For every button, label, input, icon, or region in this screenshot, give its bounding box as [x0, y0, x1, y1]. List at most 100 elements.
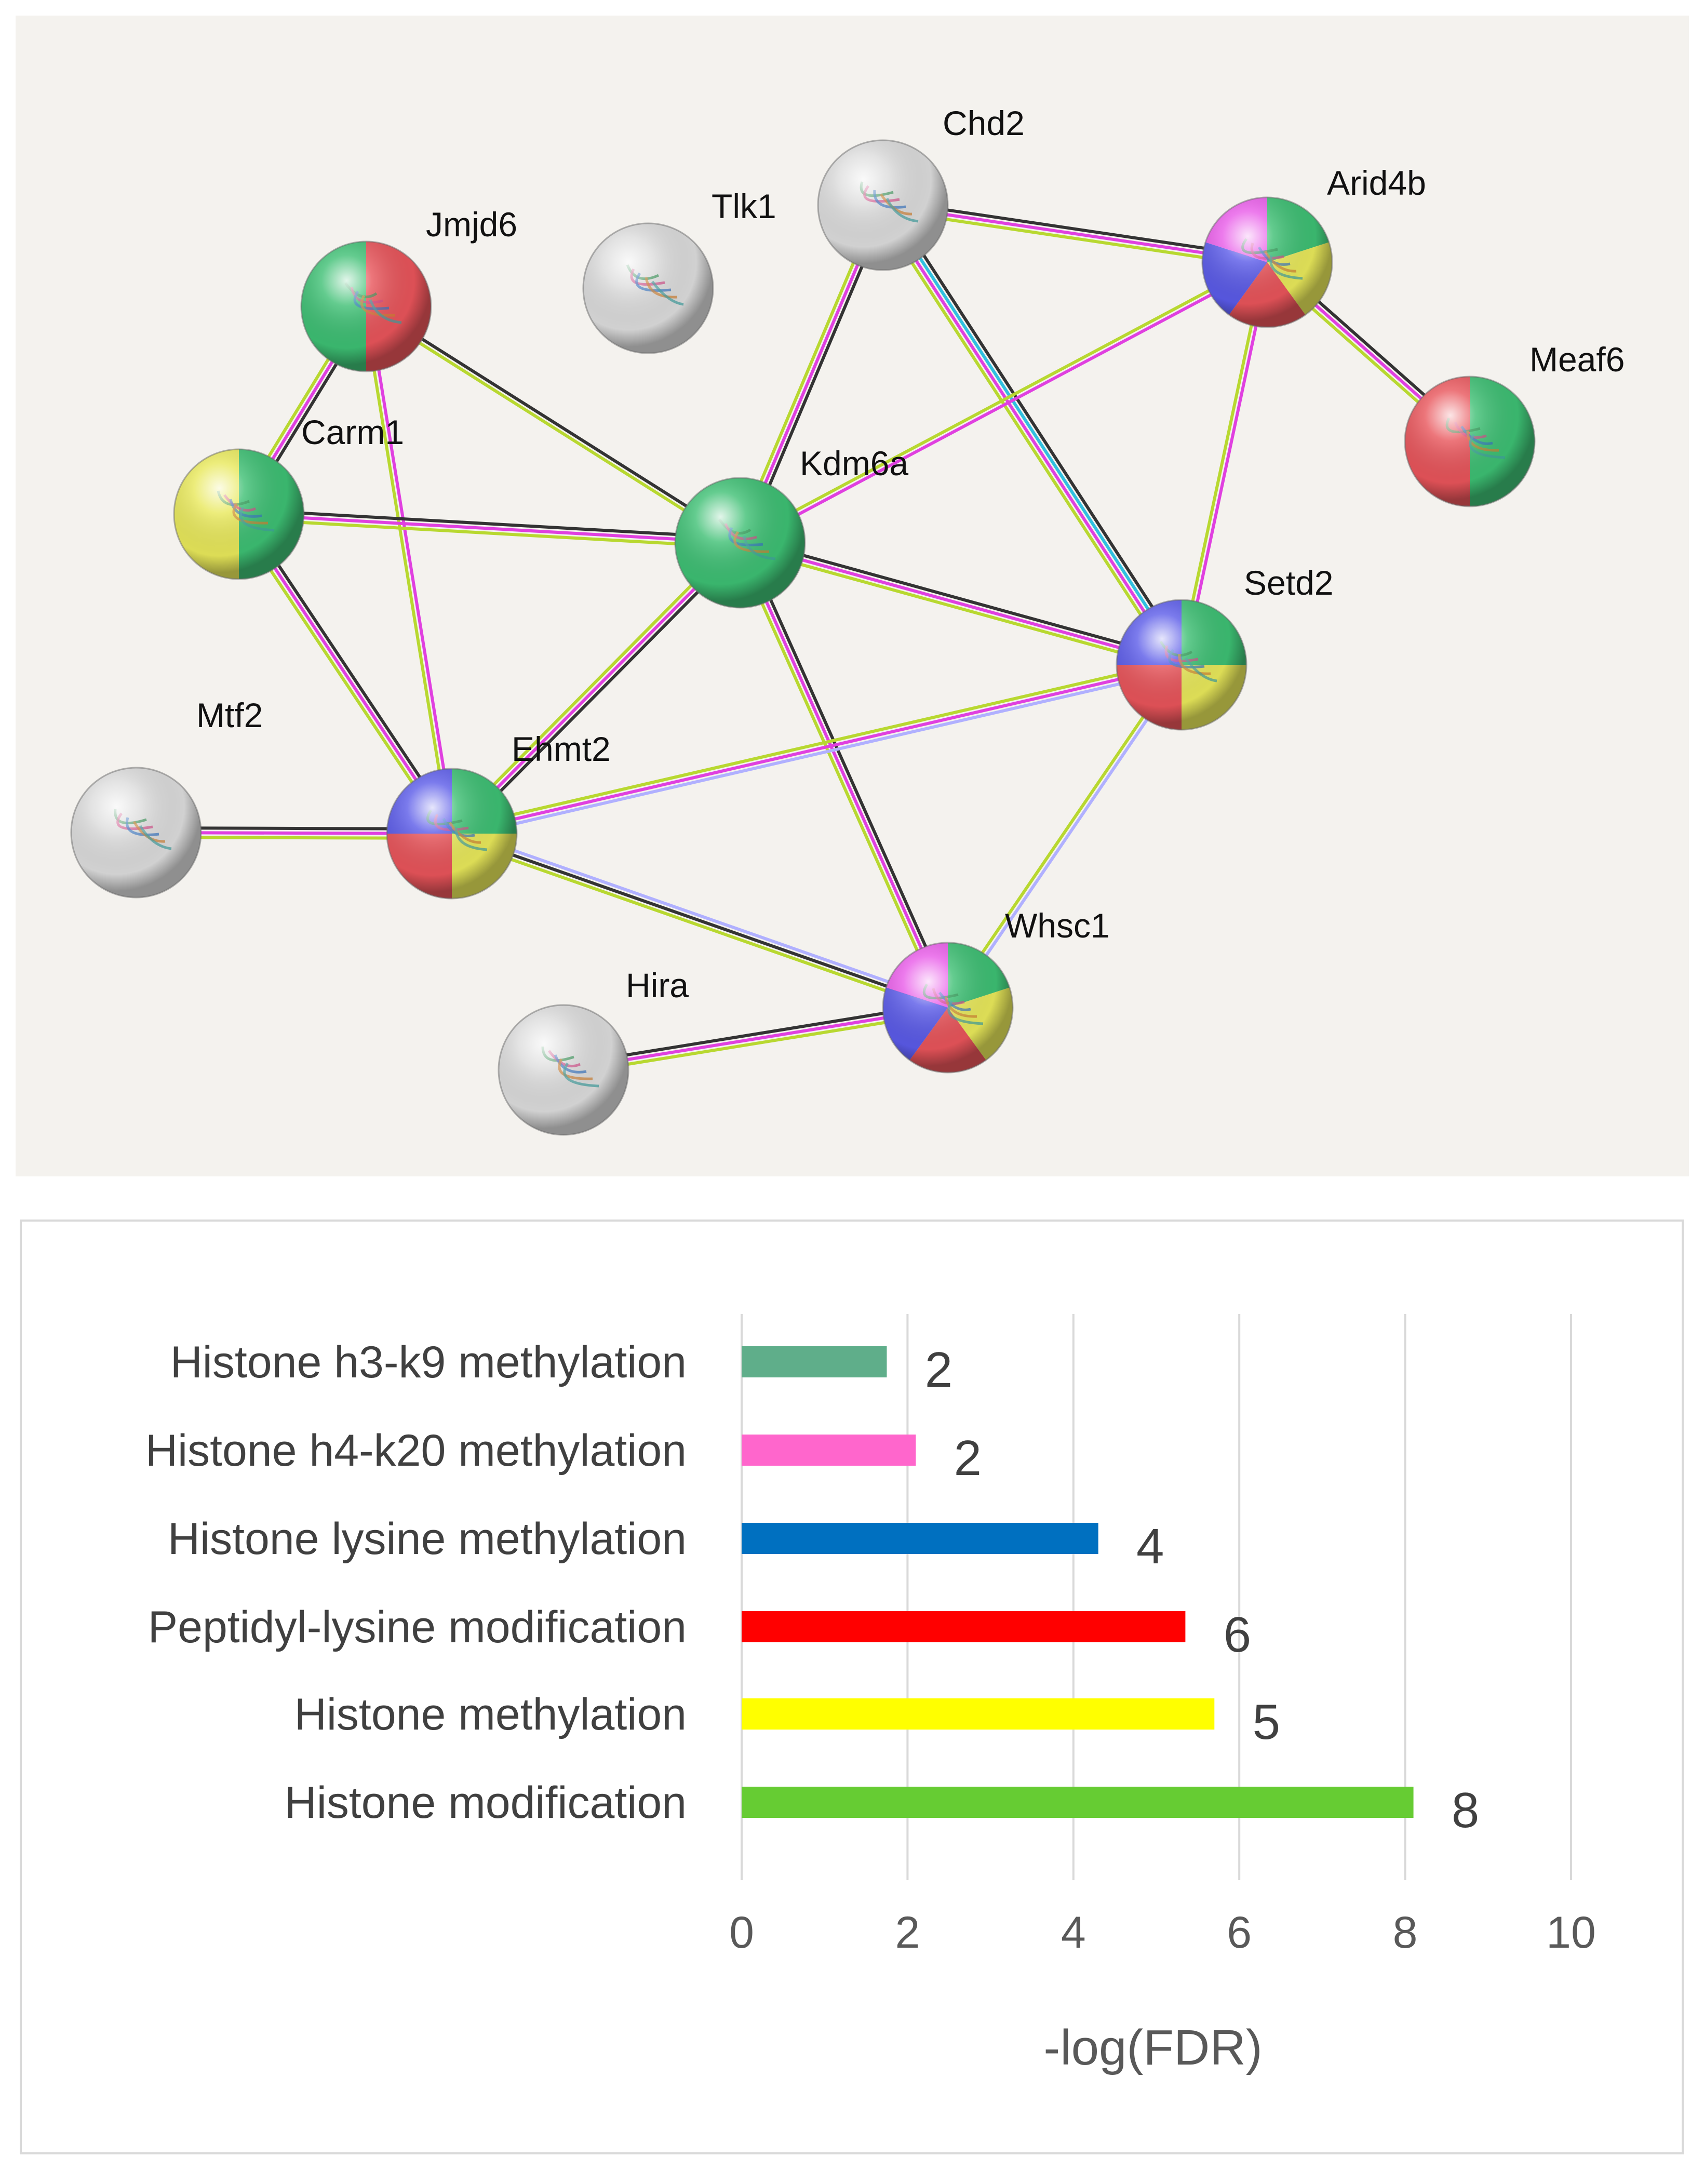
x-tick-label: 10 — [1546, 1908, 1596, 1958]
x-tick-label: 4 — [1061, 1908, 1086, 1958]
edge-jmjd6-kdm6a — [364, 303, 743, 546]
edge-evidence-line — [1177, 261, 1267, 665]
edge-arid4b-setd2 — [1177, 261, 1271, 666]
node-gloss — [583, 223, 713, 353]
edge-arid4b-kdm6a — [738, 259, 1269, 546]
node-gloss — [675, 478, 805, 608]
edge-evidence-line — [364, 307, 740, 546]
edge-evidence-line — [883, 203, 1185, 665]
data-label: 2 — [954, 1430, 982, 1486]
edge-kdm6a-whsc1 — [734, 540, 954, 1010]
x-tick-label: 6 — [1227, 1908, 1252, 1958]
edge-evidence-line — [739, 542, 949, 1009]
edge-ehmt2-whsc1 — [450, 827, 950, 1014]
node-label-kdm6a: Kdm6a — [800, 444, 908, 483]
edge-evidence-line — [740, 541, 1182, 666]
node-label-hira: Hira — [626, 966, 689, 1004]
edge-evidence-line — [367, 305, 456, 834]
data-label: 5 — [1253, 1694, 1280, 1750]
x-tick-label: 8 — [1393, 1908, 1418, 1958]
edge-evidence-line — [238, 513, 741, 544]
edge-evidence-line — [734, 544, 945, 1010]
bar-1 — [742, 1346, 887, 1377]
edge-evidence-line — [452, 827, 950, 1005]
category-label: Histone h4-k20 methylation — [145, 1426, 687, 1476]
edge-jmjd6-ehmt2 — [362, 305, 456, 835]
edge-evidence-line — [452, 667, 1183, 840]
node-label-jmjd6: Jmjd6 — [426, 205, 517, 244]
node-arid4b[interactable] — [1201, 196, 1333, 328]
node-label-ehmt2: Ehmt2 — [512, 730, 611, 768]
node-gloss — [1117, 600, 1246, 730]
bar-6 — [742, 1787, 1414, 1818]
node-gloss — [1405, 377, 1535, 506]
node-label-whsc1: Whsc1 — [1005, 906, 1110, 945]
node-gloss — [1202, 197, 1332, 327]
data-label: 8 — [1452, 1783, 1479, 1838]
data-label: 4 — [1136, 1519, 1164, 1574]
bar-3 — [742, 1523, 1098, 1554]
edge-evidence-line — [366, 303, 743, 542]
edge-evidence-line — [743, 540, 954, 1007]
edge-evidence-line — [451, 663, 1182, 835]
node-kdm6a[interactable] — [674, 477, 806, 609]
node-label-setd2: Setd2 — [1244, 564, 1333, 602]
edge-carm1-kdm6a — [238, 508, 741, 549]
node-whsc1[interactable] — [882, 942, 1014, 1074]
edge-evidence-line — [738, 259, 1267, 542]
node-gloss — [818, 140, 948, 270]
node-label-meaf6: Meaf6 — [1529, 340, 1625, 379]
node-label-chd2: Chd2 — [943, 104, 1025, 142]
edge-evidence-line — [948, 665, 1185, 1010]
edge-evidence-line — [447, 538, 738, 832]
data-label: 2 — [925, 1342, 952, 1398]
edge-evidence-line — [738, 545, 1181, 671]
edge-evidence-line — [451, 832, 948, 1009]
category-label: Peptidyl-lysine modification — [148, 1602, 687, 1652]
node-label-tlk1: Tlk1 — [712, 187, 776, 225]
node-gloss — [499, 1005, 628, 1135]
category-label: Histone methylation — [294, 1690, 687, 1739]
bar-4 — [742, 1611, 1186, 1642]
node-carm1[interactable] — [173, 448, 305, 580]
category-label: Histone modification — [285, 1778, 687, 1828]
edge-setd2-whsc1 — [944, 662, 1185, 1010]
edge-evidence-line — [740, 263, 1269, 546]
x-tick-label: 2 — [895, 1908, 920, 1958]
x-tick-label: 0 — [729, 1908, 754, 1958]
data-label: 6 — [1224, 1607, 1251, 1663]
edge-evidence-line — [879, 205, 1181, 667]
edge-chd2-setd2 — [876, 200, 1189, 669]
node-gloss — [387, 769, 517, 899]
bar-2 — [742, 1435, 916, 1466]
node-ehmt2[interactable] — [386, 768, 518, 900]
edge-evidence-line — [876, 208, 1177, 669]
node-setd2[interactable] — [1116, 599, 1247, 731]
category-label: Histone h3-k9 methylation — [170, 1337, 687, 1387]
edge-evidence-line — [741, 537, 1184, 662]
node-label-carm1: Carm1 — [301, 413, 404, 451]
node-gloss — [71, 768, 201, 897]
node-hira[interactable] — [498, 1004, 629, 1136]
bar-5 — [742, 1698, 1215, 1730]
node-gloss — [174, 449, 304, 579]
node-mtf2[interactable] — [70, 767, 202, 899]
node-jmjd6[interactable] — [300, 240, 432, 372]
edge-evidence-line — [887, 200, 1189, 662]
edge-evidence-line — [239, 508, 741, 540]
edge-evidence-line — [450, 659, 1181, 831]
node-gloss — [301, 242, 431, 371]
edge-kdm6a-setd2 — [738, 537, 1184, 671]
node-chd2[interactable] — [817, 139, 949, 271]
edge-evidence-line — [450, 541, 742, 835]
edge-setd2-ehmt2 — [450, 659, 1183, 840]
edge-evidence-line — [944, 662, 1181, 1008]
edge-evidence-line — [238, 517, 740, 549]
edge-kdm6a-ehmt2 — [447, 538, 745, 838]
node-tlk1[interactable] — [582, 222, 714, 354]
node-label-arid4b: Arid4b — [1327, 164, 1426, 202]
category-label: Histone lysine methylation — [168, 1514, 687, 1564]
node-meaf6[interactable] — [1404, 376, 1536, 507]
